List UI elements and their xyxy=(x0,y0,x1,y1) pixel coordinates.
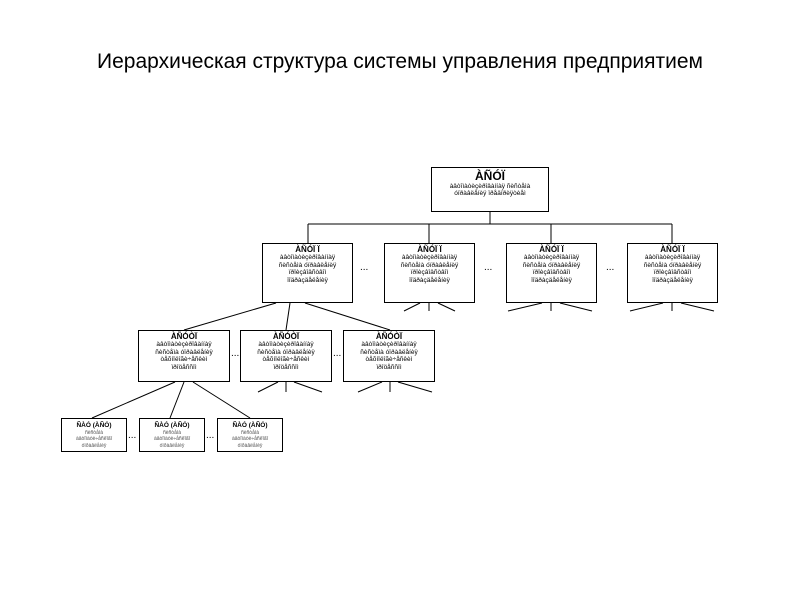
node-line: àâòîìàòèçèðîâàííàÿ xyxy=(644,254,701,262)
node-heading: ÀÑÓÒÏ xyxy=(375,332,403,341)
node-line: ïîäðàçäåëåíèÿ xyxy=(409,276,450,284)
node-line: ïðîèçâîäñòâîì xyxy=(532,269,571,277)
node-line: óïðàâëåíèÿ xyxy=(237,442,263,449)
node-line: àâòîìàòèçèðîâàííàÿ ñèñòåìà xyxy=(449,182,531,190)
node-line: àâòîìàòèçèðîâàííàÿ xyxy=(258,341,314,349)
ellipsis: ... xyxy=(128,430,137,441)
node-heading: ÑÀÓ (ÀÑÓ) xyxy=(154,422,190,429)
node-asup-p-4: ÀÑÓÏ Ï àâòîìàòèçèðîâàííàÿ ñèñòåìà óïðàâë… xyxy=(627,243,718,303)
node-heading: ÀÑÓÏ Ï xyxy=(660,245,685,254)
node-line: àâòîìàòèçèðîâàííàÿ xyxy=(401,254,458,262)
node-heading: ÀÑÓÏ Ï xyxy=(295,245,320,254)
node-line: àâòîìàòèçèðîâàííàÿ xyxy=(361,341,417,349)
node-line: ïðîèçâîäñòâîì xyxy=(410,269,449,277)
node-line: ñèñòåìà xyxy=(240,429,260,436)
node-heading: ÀÑÓÒÏ xyxy=(272,332,300,341)
node-line: ïðîèçâîäñòâîì xyxy=(288,269,327,277)
ellipsis: ... xyxy=(231,348,240,359)
node-line: àâòîìàòèçèðîâàííàÿ xyxy=(156,341,212,349)
ellipsis: ... xyxy=(206,430,215,441)
node-line: ïðîöåññîì xyxy=(273,363,299,371)
node-line: àâòîìàòè÷åñêîãî xyxy=(153,436,191,443)
node-heading: ÀÑÓÏ Ï xyxy=(417,245,442,254)
node-line: óïðàâëåíèÿ xyxy=(159,442,185,449)
ellipsis: ... xyxy=(606,262,615,273)
node-asup-p-2: ÀÑÓÏ Ï àâòîìàòèçèðîâàííàÿ ñèñòåìà óïðàâë… xyxy=(384,243,475,303)
node-heading: ÀÑÓÏ Ï xyxy=(539,245,564,254)
node-line: ñèñòåìà óïðàâëåíèÿ xyxy=(278,261,337,269)
node-sau-2: ÑÀÓ (ÀÑÓ) ñèñòåìà àâòîìàòè÷åñêîãî óïðàâë… xyxy=(139,418,205,452)
node-line: ñèñòåìà óïðàâëåíèÿ xyxy=(643,261,702,269)
node-line: ïîäðàçäåëåíèÿ xyxy=(531,276,572,284)
node-line: òåõíîëîãè÷åñêèì xyxy=(262,356,310,364)
node-line: ñèñòåìà óïðàâëåíèÿ xyxy=(257,348,315,356)
node-line: ñèñòåìà xyxy=(84,429,104,436)
node-line: ïðîèçâîäñòâîì xyxy=(653,269,692,277)
node-line: òåõíîëîãè÷åñêèì xyxy=(365,356,413,364)
node-sau-3: ÑÀÓ (ÀÑÓ) ñèñòåìà àâòîìàòè÷åñêîãî óïðàâë… xyxy=(217,418,283,452)
node-asutp-3: ÀÑÓÒÏ àâòîìàòèçèðîâàííàÿ ñèñòåìà óïðàâëå… xyxy=(343,330,435,382)
node-line: ñèñòåìà xyxy=(162,429,182,436)
node-sau-1: ÑÀÓ (ÀÑÓ) ñèñòåìà àâòîìàòè÷åñêîãî óïðàâë… xyxy=(61,418,127,452)
node-heading: ÑÀÓ (ÀÑÓ) xyxy=(76,422,112,429)
node-heading: ÀÑÓÒÏ xyxy=(170,332,198,341)
node-heading: ÀÑÓÏ xyxy=(475,169,505,183)
node-line: ïðîöåññîì xyxy=(376,363,402,371)
node-line: àâòîìàòèçèðîâàííàÿ xyxy=(523,254,580,262)
node-heading: ÑÀÓ (ÀÑÓ) xyxy=(232,422,268,429)
node-line: òåõíîëîãè÷åñêèì xyxy=(160,356,208,364)
node-line: ñèñòåìà óïðàâëåíèÿ xyxy=(400,261,459,269)
ellipsis: ... xyxy=(484,262,493,273)
ellipsis: ... xyxy=(360,262,369,273)
node-line: ïîäðàçäåëåíèÿ xyxy=(287,276,328,284)
node-asutp-1: ÀÑÓÒÏ àâòîìàòèçèðîâàííàÿ ñèñòåìà óïðàâëå… xyxy=(138,330,230,382)
page-title: Иерархическая структура системы управлен… xyxy=(97,50,703,73)
node-asup-p-1: ÀÑÓÏ Ï àâòîìàòèçèðîâàííàÿ ñèñòåìà óïðàâë… xyxy=(262,243,353,303)
ellipsis: ... xyxy=(333,348,342,359)
node-line: ïîäðàçäåëåíèÿ xyxy=(652,276,693,284)
node-asup: ÀÑÓÏ àâòîìàòèçèðîâàííàÿ ñèñòåìà óïðàâëåí… xyxy=(431,167,549,212)
node-line: àâòîìàòè÷åñêîãî xyxy=(75,436,113,443)
node-line: óïðàâëåíèÿ xyxy=(81,442,107,449)
node-line: ñèñòåìà óïðàâëåíèÿ xyxy=(522,261,581,269)
node-line: ïðîöåññîì xyxy=(171,363,197,371)
node-line: óïðàâëåíèÿ ïðåäïðèÿòèåì xyxy=(454,190,526,198)
node-asutp-2: ÀÑÓÒÏ àâòîìàòèçèðîâàííàÿ ñèñòåìà óïðàâëå… xyxy=(240,330,332,382)
node-line: àâòîìàòèçèðîâàííàÿ xyxy=(279,254,336,262)
node-line: ñèñòåìà óïðàâëåíèÿ xyxy=(360,348,418,356)
node-line: àâòîìàòè÷åñêîãî xyxy=(231,436,269,443)
node-line: ñèñòåìà óïðàâëåíèÿ xyxy=(155,348,213,356)
node-asup-p-3: ÀÑÓÏ Ï àâòîìàòèçèðîâàííàÿ ñèñòåìà óïðàâë… xyxy=(506,243,597,303)
